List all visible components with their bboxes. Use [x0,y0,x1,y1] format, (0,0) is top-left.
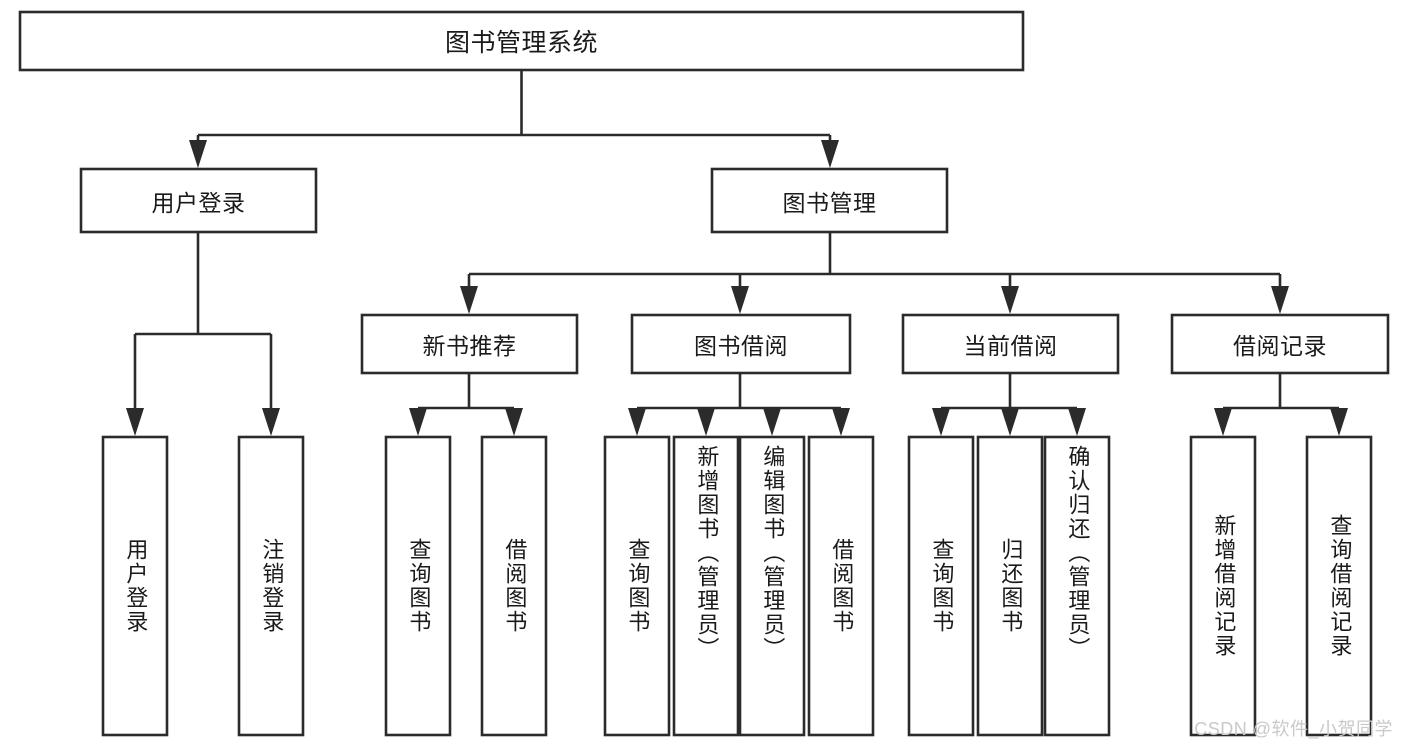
node-box-book-manage[interactable] [710,167,949,234]
node-box-book-borrow[interactable] [630,313,852,375]
node-box-leaf-5[interactable] [603,435,671,737]
node-box-leaf-1[interactable] [101,435,169,737]
arrowhead-current-borrow [1001,286,1019,314]
node-box-root[interactable] [18,10,1025,72]
node-box-leaf-10[interactable] [976,435,1044,737]
node-box-leaf-6[interactable] [672,435,740,737]
arrowhead-leaf-3 [409,408,427,436]
node-box-leaf-8[interactable] [807,435,875,737]
arrowhead-leaf-13 [1330,408,1348,436]
node-box-leaf-4[interactable] [480,435,548,737]
node-box-new-book-rec[interactable] [360,313,579,375]
arrowhead-leaf-1 [126,408,144,436]
node-box-leaf-7[interactable] [738,435,806,737]
arrowhead-user-login [189,140,207,168]
arrowhead-leaf-10 [1001,408,1019,436]
node-box-leaf-12[interactable] [1189,435,1257,737]
connector-layer [126,70,1348,436]
arrowhead-leaf-2 [262,408,280,436]
node-box-leaf-13[interactable] [1305,435,1373,737]
node-box-user-login[interactable] [79,167,318,234]
arrowhead-leaf-12 [1214,408,1232,436]
node-box-current-borrow[interactable] [901,313,1120,375]
node-box-borrow-record[interactable] [1170,313,1390,375]
csdn-watermark: CSDN @软件_小贺同学 [1194,719,1393,739]
arrowhead-leaf-6 [697,408,715,436]
arrowhead-book-manage [821,140,839,168]
arrowhead-leaf-8 [832,408,850,436]
node-box-leaf-11[interactable] [1043,435,1111,737]
arrowhead-book-borrow [731,286,749,314]
arrowhead-leaf-4 [505,408,523,436]
arrowhead-new-book-rec [460,286,478,314]
node-box-leaf-2[interactable] [237,435,305,737]
arrowhead-leaf-11 [1068,408,1086,436]
arrowhead-leaf-5 [628,408,646,436]
node-box-leaf-3[interactable] [384,435,452,737]
arrowhead-leaf-9 [932,408,950,436]
arrowhead-leaf-7 [763,408,781,436]
node-layer [18,10,1390,737]
node-box-leaf-9[interactable] [907,435,975,737]
arrowhead-borrow-record [1271,286,1289,314]
